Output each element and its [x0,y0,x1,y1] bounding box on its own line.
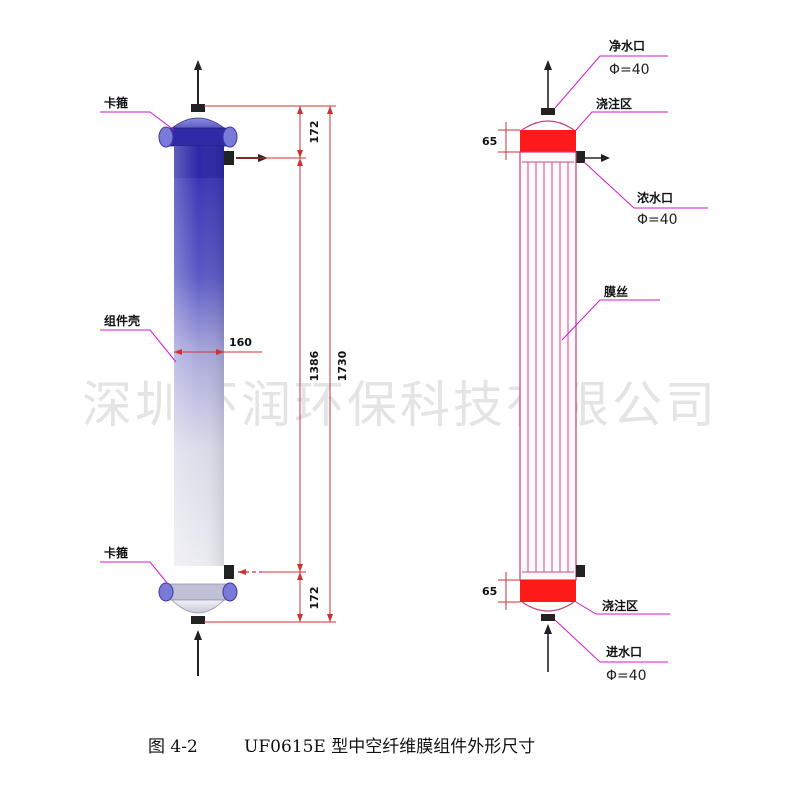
figure-caption: UF0615E 型中空纤维膜组件外形尺寸 [244,737,535,757]
fiber-label: 膜丝 [604,284,628,299]
top-clamp-left-lobe [158,126,174,148]
bottom-side-arrowhead [238,569,246,575]
top-port [191,104,205,112]
length-dimensions [204,105,336,623]
shell-body-shade [174,146,224,566]
shell-outline [519,151,577,581]
potting-dimensions [498,122,520,610]
bottom-potting-zone [520,580,576,602]
diameter-dimension [174,349,262,355]
left-leaders [100,111,177,585]
bottom-cap-length: 172 [308,587,321,610]
diameter-value: 160 [229,336,252,349]
concentrate-port [576,151,585,163]
bottom-end-cap [171,599,225,614]
top-potting-height: 65 [482,135,497,148]
membrane-fibers [522,161,574,573]
top-flange [165,127,231,147]
bottom-potting-label: 浇注区 [602,598,638,613]
shell-label: 组件壳 [104,313,140,328]
concentrate-outlet-label: 浓水口 [637,190,673,205]
clean-outlet-label: 净水口 [609,38,645,53]
figure-number: 图 4-2 [148,737,198,757]
top-outlet-arrowhead [194,60,202,70]
bottom-right-port [576,565,585,577]
inlet-diameter: Φ=40 [606,668,647,684]
clean-outlet-diameter: Φ=40 [609,62,650,78]
bottom-port [191,616,205,624]
top-cap-length: 172 [308,121,321,144]
top-clamp-right-lobe [222,126,238,148]
bottom-inlet-arrowhead [194,630,202,640]
bottom-clamp-left-lobe [158,582,174,602]
bottom-side-port [224,565,234,579]
bottom-clamp-right-lobe [222,582,238,602]
left-module [158,60,268,676]
concentrate-outlet-diameter: Φ=40 [637,212,678,228]
body-length: 1386 [308,350,321,381]
top-side-port [224,151,234,165]
dimension-arrowheads [297,106,333,622]
bottom-potting-height: 65 [482,585,497,598]
inlet-label: 进水口 [606,644,642,659]
right-module [519,60,610,672]
inlet-port [541,614,555,621]
right-leaders [554,55,708,663]
total-length: 1730 [336,350,349,381]
clamp-bottom-label: 卡箍 [104,545,128,560]
bottom-flange [165,583,231,601]
top-potting-label: 浇注区 [596,96,632,111]
top-potting-zone [520,130,576,152]
clean-outlet-port [541,108,555,115]
clamp-top-label: 卡箍 [104,95,128,110]
